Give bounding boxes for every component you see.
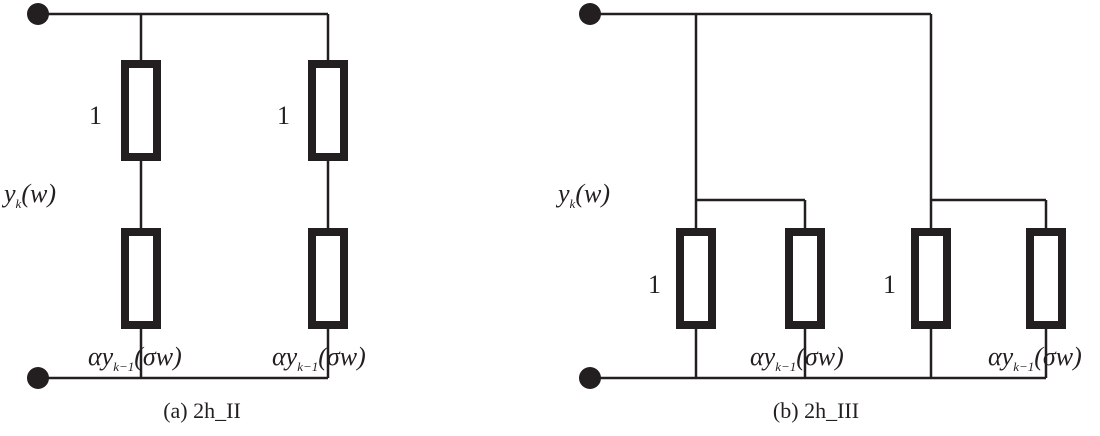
resistor-value-label: 1 xyxy=(648,270,661,299)
resistor-a-1-top xyxy=(121,60,161,161)
diagram-a: 1 1 yk(w) αyk−1(σw) αyk−1(σw) (a) 2h_II xyxy=(1,3,366,423)
resistor-a-1-bottom xyxy=(121,228,161,329)
caption-a: (a) 2h_II xyxy=(163,398,241,423)
resistor-b-1-right xyxy=(785,228,825,329)
port-label: yk(w) xyxy=(1,179,56,211)
resistor-b-2-right xyxy=(1026,228,1066,329)
terminal-top-a xyxy=(27,3,49,25)
load-label: αyk−1(σw) xyxy=(988,342,1082,374)
resistor-b-1-left xyxy=(676,228,716,329)
port-label: yk(w) xyxy=(555,179,610,211)
wires-a xyxy=(38,12,330,380)
resistor-a-2-top xyxy=(308,60,348,161)
load-label: αyk−1(σw) xyxy=(272,342,366,374)
load-label: αyk−1(σw) xyxy=(88,342,182,374)
resistor-a-2-bottom xyxy=(308,228,348,329)
terminal-bottom-b xyxy=(579,367,601,389)
resistor-value-label: 1 xyxy=(277,101,290,130)
diagram-b: 1 1 yk(w) αyk−1(σw) αyk−1(σw) (b) 2h_III xyxy=(555,3,1082,423)
resistor-b-2-left xyxy=(911,228,951,329)
resistor-value-label: 1 xyxy=(883,270,896,299)
load-label: αyk−1(σw) xyxy=(750,342,844,374)
terminal-bottom-a xyxy=(27,367,49,389)
caption-b: (b) 2h_III xyxy=(773,398,859,423)
terminal-top-b xyxy=(579,3,601,25)
wires-b xyxy=(590,12,1048,380)
resistor-value-label: 1 xyxy=(89,101,102,130)
